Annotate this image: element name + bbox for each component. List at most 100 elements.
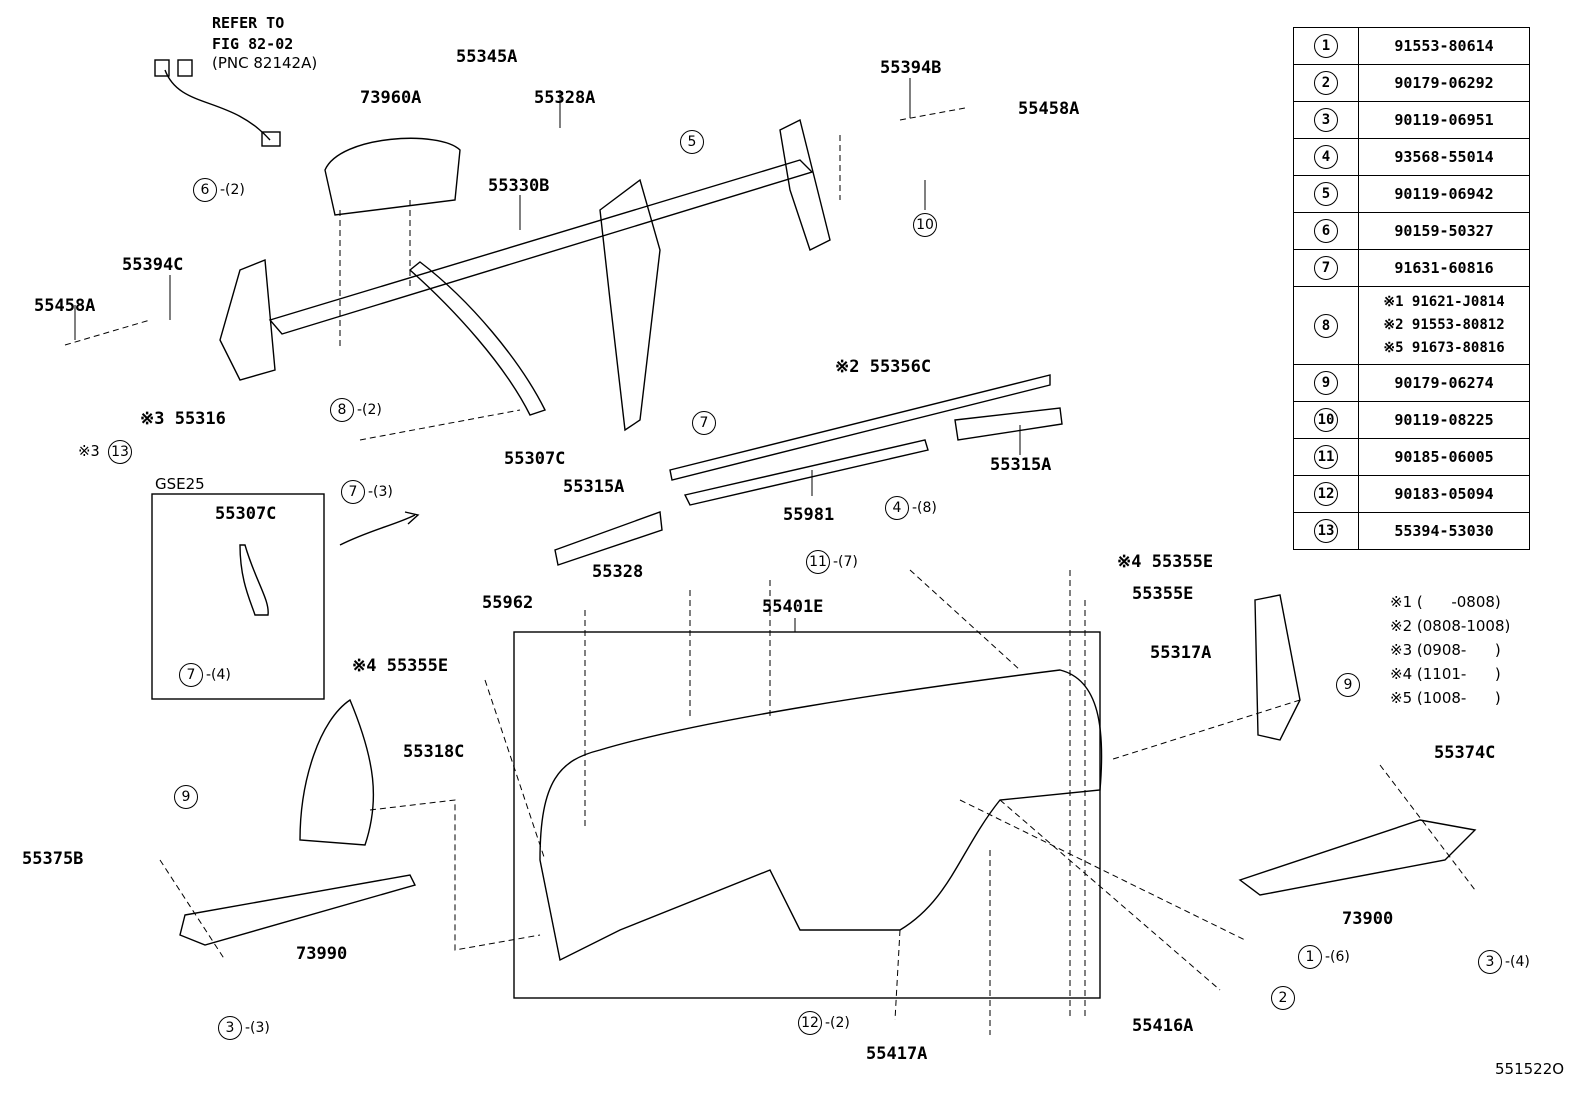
part-label-73960A[interactable]: 73960A bbox=[360, 88, 422, 108]
callout-number: 10 bbox=[913, 213, 937, 237]
callout-number: 3 bbox=[1314, 108, 1338, 132]
part-label-55345A[interactable]: 55345A bbox=[456, 47, 518, 67]
part-label-55981[interactable]: 55981 bbox=[783, 505, 835, 525]
part-number: ※1 91621-J0814 bbox=[1383, 294, 1505, 310]
part-label-55401E[interactable]: 55401E bbox=[762, 597, 824, 617]
speaker-grille bbox=[683, 439, 929, 506]
part-label-73900[interactable]: 73900 bbox=[1342, 909, 1394, 929]
part-number-cell: 91631-60816 bbox=[1358, 249, 1530, 287]
table-row: 12 90183-05094 bbox=[1293, 475, 1530, 513]
part-number-cell: 90159-50327 bbox=[1358, 212, 1530, 250]
callout-7-c[interactable]: 7-(4) bbox=[179, 663, 231, 687]
callout-7-a[interactable]: 7-(3) bbox=[341, 480, 393, 504]
part-label-55416A[interactable]: 55416A bbox=[1132, 1016, 1194, 1036]
part-label-55330B[interactable]: 55330B bbox=[488, 176, 550, 196]
part-label-55328[interactable]: 55328 bbox=[592, 562, 644, 582]
part-number: ※5 91673-80816 bbox=[1383, 340, 1505, 356]
callout-number: 10 bbox=[1314, 408, 1338, 432]
callout-1[interactable]: 1-(6) bbox=[1298, 945, 1350, 969]
part-label-55307C-inset[interactable]: 55307C bbox=[215, 504, 277, 524]
part-label-55355E-c[interactable]: ※4 55355E bbox=[352, 656, 449, 676]
callout-2[interactable]: 2 bbox=[1271, 986, 1295, 1010]
part-label-55355E-a[interactable]: ※4 55355E bbox=[1117, 552, 1214, 572]
callout-5[interactable]: 5 bbox=[680, 130, 704, 154]
callout-3-b[interactable]: 3-(4) bbox=[1478, 950, 1530, 974]
filler-left bbox=[554, 511, 663, 566]
callout-8[interactable]: 8-(2) bbox=[330, 398, 382, 422]
part-number: 90179-06274 bbox=[1394, 374, 1494, 392]
part-label-55356C[interactable]: ※2 55356C bbox=[835, 357, 932, 377]
date-note: ※2 (0808-1008) bbox=[1390, 617, 1511, 635]
callout-number: 6 bbox=[193, 178, 217, 202]
part-number: 93568-55014 bbox=[1394, 148, 1494, 166]
glove-box-right bbox=[1238, 819, 1477, 896]
table-key-cell: 1 bbox=[1293, 27, 1359, 65]
part-label-55318C[interactable]: 55318C bbox=[403, 742, 465, 762]
callout-12[interactable]: 12-(2) bbox=[798, 1011, 850, 1035]
part-number-cell: 90183-05094 bbox=[1358, 475, 1530, 513]
part-number: 55394-53030 bbox=[1394, 522, 1494, 540]
part-number-cell: 93568-55014 bbox=[1358, 138, 1530, 176]
side-bracket-right bbox=[779, 118, 831, 251]
date-note: ※5 (1008- ) bbox=[1390, 689, 1501, 707]
callout-3-a[interactable]: 3-(3) bbox=[218, 1016, 270, 1040]
part-number-cell: 90119-06951 bbox=[1358, 101, 1530, 139]
part-label-55316[interactable]: ※3 55316 bbox=[140, 409, 226, 429]
table-key-cell: 5 bbox=[1293, 175, 1359, 213]
callout-number: 7 bbox=[692, 411, 716, 435]
callout-10[interactable]: 10 bbox=[913, 213, 937, 237]
callout-4[interactable]: 4-(8) bbox=[885, 496, 937, 520]
airbag-module bbox=[324, 137, 461, 216]
inset-label-gse25: GSE25 bbox=[155, 475, 205, 493]
callout-qty: -(2) bbox=[357, 402, 382, 418]
part-label-55355E-b[interactable]: 55355E bbox=[1132, 584, 1194, 604]
part-number-cell: 91553-80614 bbox=[1358, 27, 1530, 65]
callout-number: 11 bbox=[806, 550, 830, 574]
part-label-55458A-top[interactable]: 55458A bbox=[1018, 99, 1080, 119]
part-label-55375B[interactable]: 55375B bbox=[22, 849, 84, 869]
part-label-55458A-left[interactable]: 55458A bbox=[34, 296, 96, 316]
part-number-cell: 55394-53030 bbox=[1358, 512, 1530, 550]
table-key-cell: 11 bbox=[1293, 438, 1359, 476]
callout-7-b[interactable]: 7 bbox=[692, 411, 716, 435]
date-range-notes: ※1 ( -0808)※2 (0808-1008)※3 (0908- )※4 (… bbox=[1390, 590, 1510, 710]
part-label-55315A-left[interactable]: 55315A bbox=[563, 477, 625, 497]
callout-number: 6 bbox=[1314, 219, 1338, 243]
callout-qty: -(6) bbox=[1325, 949, 1350, 965]
part-label-55328A[interactable]: 55328A bbox=[534, 88, 596, 108]
callout-qty: -(7) bbox=[833, 554, 858, 570]
part-label-55394B[interactable]: 55394B bbox=[880, 58, 942, 78]
part-label-73990[interactable]: 73990 bbox=[296, 944, 348, 964]
callout-number: 2 bbox=[1314, 71, 1338, 95]
part-number: 90159-50327 bbox=[1394, 222, 1494, 240]
table-row: 3 90119-06951 bbox=[1293, 101, 1530, 139]
callout-11[interactable]: 11-(7) bbox=[806, 550, 858, 574]
callout-6[interactable]: 6-(2) bbox=[193, 178, 245, 202]
date-note: ※3 (0908- ) bbox=[1390, 641, 1501, 659]
part-label-55315A-right[interactable]: 55315A bbox=[990, 455, 1052, 475]
part-label-55417A[interactable]: 55417A bbox=[866, 1044, 928, 1064]
callout-number: 12 bbox=[1314, 482, 1338, 506]
callout-9-a[interactable]: 9 bbox=[174, 785, 198, 809]
part-label-55394C[interactable]: 55394C bbox=[122, 255, 184, 275]
callout-number: 9 bbox=[174, 785, 198, 809]
callout-13[interactable]: 13 bbox=[108, 440, 132, 464]
callout-number: 9 bbox=[1336, 673, 1360, 697]
part-number-cell: 90179-06274 bbox=[1358, 364, 1530, 402]
part-label-55374C[interactable]: 55374C bbox=[1434, 743, 1496, 763]
part-label-55317A[interactable]: 55317A bbox=[1150, 643, 1212, 663]
callout-qty: -(3) bbox=[368, 484, 393, 500]
part-number: 90119-06942 bbox=[1394, 185, 1494, 203]
part-label-55307C[interactable]: 55307C bbox=[504, 449, 566, 469]
callout-9-b[interactable]: 9 bbox=[1336, 673, 1360, 697]
part-number: 90119-08225 bbox=[1394, 411, 1494, 429]
part-label-55962[interactable]: 55962 bbox=[482, 593, 534, 613]
callout-number: 8 bbox=[1314, 313, 1338, 338]
callout-number: 7 bbox=[1314, 256, 1338, 280]
instrument-panel-frame bbox=[513, 631, 1101, 999]
callout-number: 7 bbox=[179, 663, 203, 687]
